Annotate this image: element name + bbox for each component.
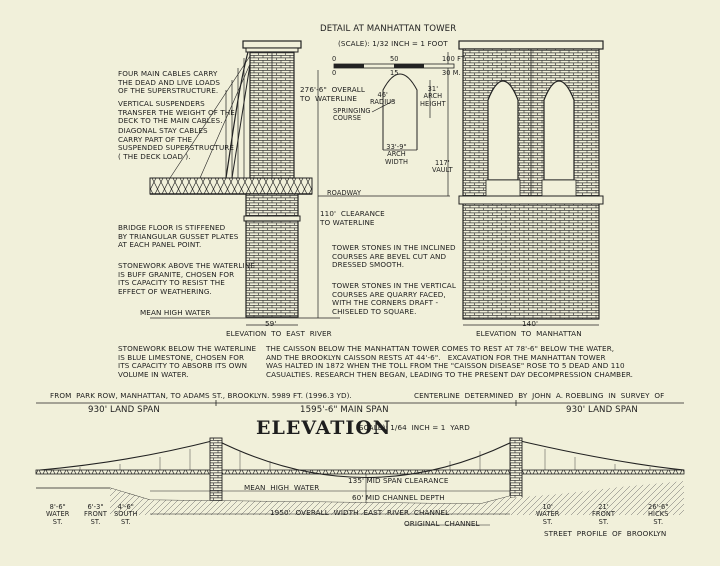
detail-title: DETAIL AT MANHATTAN TOWER bbox=[320, 24, 457, 34]
note-stonework-below: STONEWORK BELOW THE WATERLINE IS BLUE LI… bbox=[118, 344, 257, 379]
scale-tick-100: 100 FT. bbox=[442, 55, 467, 63]
elevation-mean-high-water: MEAN HIGH WATER bbox=[244, 483, 320, 492]
tower-manhattan bbox=[458, 40, 604, 320]
elevation-from-text: FROM PARK ROW, MANHATTAN, TO ADAMS ST., … bbox=[50, 391, 352, 400]
main-cable bbox=[225, 51, 249, 179]
dim-140: 140' bbox=[522, 319, 539, 328]
note-radius: 46' RADIUS bbox=[370, 91, 396, 107]
detail-scale: (SCALE): 1/32 INCH = 1 FOOT bbox=[338, 39, 448, 48]
street-hicks-st: 26'-6" HICKS ST. bbox=[648, 503, 669, 526]
note-arch-height: 31' ARCH HEIGHT bbox=[420, 85, 446, 108]
note-mean-high-water: MEAN HIGH WATER bbox=[140, 308, 211, 317]
scale-tick-m-15: 15 bbox=[390, 69, 399, 77]
scale-tick-m-30: 30 M. bbox=[442, 69, 461, 77]
note-suspenders: VERTICAL SUSPENDERS TRANSFER THE WEIGHT … bbox=[118, 99, 235, 126]
dim-59: 59' bbox=[265, 319, 277, 328]
street-water-st: 8'-6" WATER ST. bbox=[46, 503, 70, 526]
label-elevation-east-river: ELEVATION TO EAST RIVER bbox=[226, 329, 332, 338]
channel-depth: 60' MID CHANNEL DEPTH bbox=[352, 493, 445, 502]
overall-width: 1950' OVERALL WIDTH EAST RIVER CHANNEL bbox=[270, 508, 450, 517]
street-front-st-brooklyn: 21' FRONT ST. bbox=[592, 503, 616, 526]
note-vault: 117' VAULT bbox=[432, 159, 453, 175]
street-front-st: 6'-3" FRONT ST. bbox=[84, 503, 108, 526]
street-south-st: 4'-6" SOUTH ST. bbox=[114, 503, 138, 526]
note-stays: DIAGONAL STAY CABLES CARRY PART OF THE S… bbox=[118, 126, 235, 161]
mid-span-clearance: 135' MID SPAN CLEARANCE bbox=[348, 476, 449, 485]
note-stonework-above: STONEWORK ABOVE THE WATERLINE IS BUFF GR… bbox=[118, 261, 255, 296]
scale-bar bbox=[333, 63, 455, 69]
note-clearance: 110' CLEARANCE TO WATERLINE bbox=[320, 209, 385, 227]
elevation-scale: (SCALE): 1/64 INCH = 1 YARD bbox=[356, 423, 470, 432]
elevation-view bbox=[35, 400, 685, 526]
note-cables: FOUR MAIN CABLES CARRY THE DEAD AND LIVE… bbox=[118, 69, 221, 96]
elevation-centerline: CENTERLINE DETERMINED BY JOHN A. ROEBLIN… bbox=[414, 391, 665, 400]
note-vertical-stones: TOWER STONES IN THE VERTICAL COURSES ARE… bbox=[332, 281, 456, 316]
note-overall-height: 276'-6" OVERALL TO WATERLINE bbox=[300, 85, 365, 103]
note-roadway: ROADWAY bbox=[327, 189, 362, 197]
note-arch-width: 33'-9" ARCH WIDTH bbox=[385, 143, 409, 166]
original-channel: ORIGINAL CHANNEL bbox=[404, 519, 480, 528]
note-caisson: THE CAISSON BELOW THE MANHATTAN TOWER CO… bbox=[266, 344, 634, 379]
street-profile-brooklyn: STREET PROFILE OF BROOKLYN bbox=[544, 529, 667, 538]
scale-tick-0: 0 bbox=[332, 55, 337, 63]
main-span: 1595'-6" MAIN SPAN bbox=[300, 405, 389, 415]
land-span-right: 930' LAND SPAN bbox=[566, 405, 638, 415]
elevation-title: ELEVATION bbox=[256, 417, 392, 439]
land-span-left: 930' LAND SPAN bbox=[88, 405, 160, 415]
scale-tick-50: 50 bbox=[390, 55, 399, 63]
street-water-st-brooklyn: 10' WATER ST. bbox=[536, 503, 560, 526]
scale-tick-m-0: 0 bbox=[332, 69, 337, 77]
note-springing-course: SPRINGING COURSE bbox=[333, 107, 371, 123]
arch-detail bbox=[317, 52, 450, 318]
label-elevation-manhattan: ELEVATION TO MANHATTAN bbox=[476, 329, 582, 338]
note-floor: BRIDGE FLOOR IS STIFFENED BY TRIANGULAR … bbox=[118, 223, 239, 250]
note-inclined-stones: TOWER STONES IN THE INCLINED COURSES ARE… bbox=[332, 243, 456, 270]
tower-east-river bbox=[149, 40, 313, 318]
main-cable bbox=[231, 51, 253, 179]
